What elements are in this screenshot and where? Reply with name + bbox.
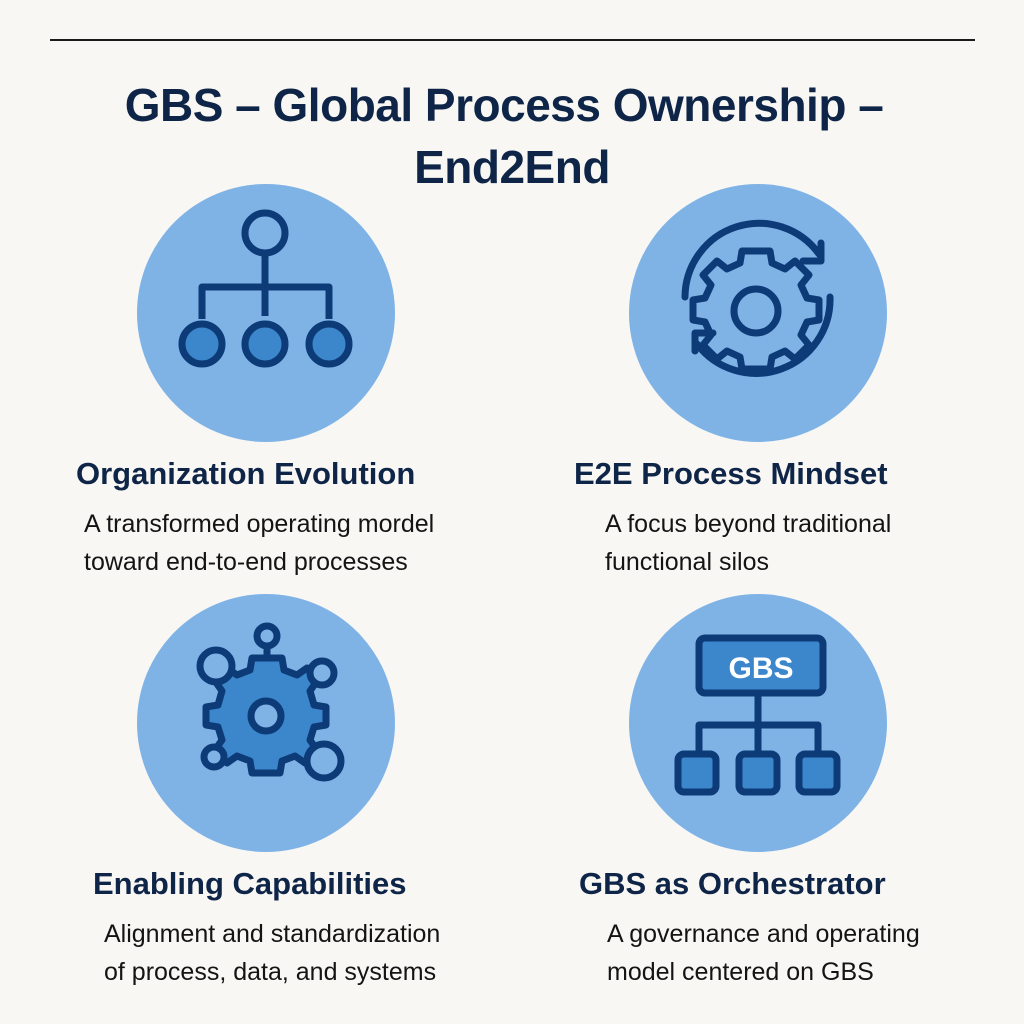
card-desc-line1: A governance and operating bbox=[607, 920, 920, 948]
card-heading-organization-evolution: Organization Evolution bbox=[76, 456, 416, 491]
card-heading-gbs-as-orchestrator: GBS as Orchestrator bbox=[579, 866, 886, 901]
org-chart-icon bbox=[137, 184, 395, 442]
card-heading-e2e-process-mindset: E2E Process Mindset bbox=[574, 456, 888, 491]
card-desc-line1: A focus beyond traditional bbox=[605, 510, 892, 538]
card-desc-line2: model centered on GBS bbox=[607, 958, 874, 986]
top-divider bbox=[50, 39, 975, 41]
page-title-line2: End2End bbox=[414, 141, 610, 193]
card-desc-line2: of process, data, and systems bbox=[104, 958, 437, 986]
gear-network-icon bbox=[137, 594, 395, 852]
gbs-icon-label: GBS bbox=[728, 652, 793, 685]
page-title-line1: GBS – Global Process Ownership – bbox=[124, 79, 884, 131]
card-desc-line1: Alignment and standardization bbox=[104, 920, 441, 948]
card-desc-line1: A transformed operating mordel bbox=[84, 510, 435, 538]
gear-cycle-icon bbox=[629, 184, 887, 442]
card-desc-line2: functional silos bbox=[605, 548, 769, 576]
card-desc-line2: toward end-to-end processes bbox=[84, 548, 408, 576]
gbs-hierarchy-icon: GBS bbox=[629, 594, 887, 852]
card-heading-enabling-capabilities: Enabling Capabilities bbox=[93, 866, 407, 901]
